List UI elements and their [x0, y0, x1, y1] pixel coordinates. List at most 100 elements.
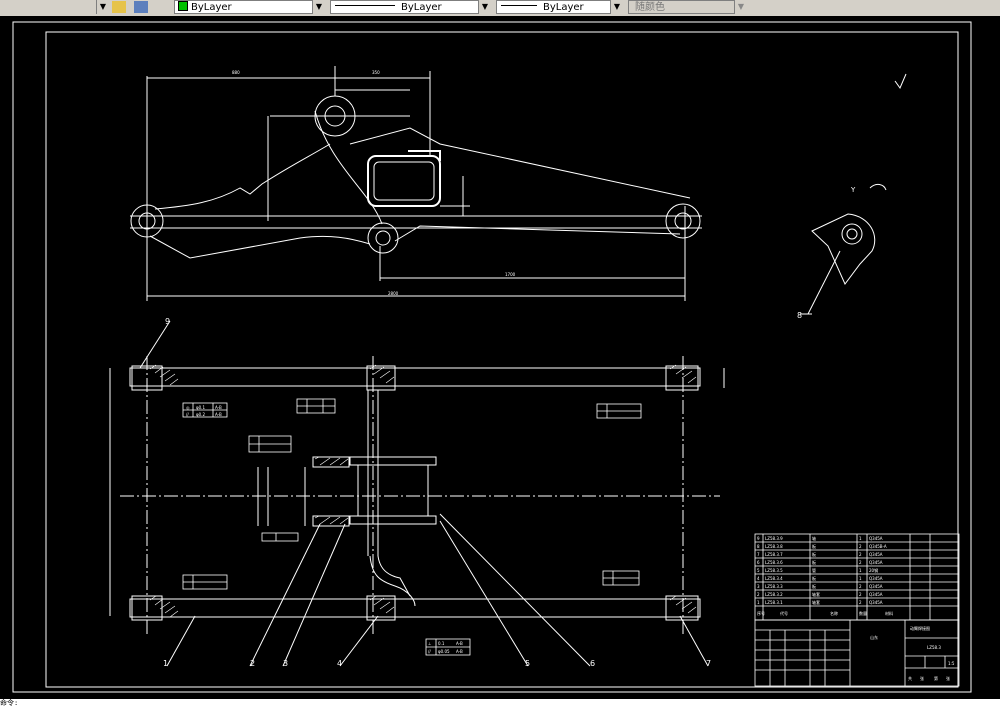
part-qty: 2: [859, 552, 862, 557]
part-no: 5: [757, 568, 760, 573]
balloon-5: 5: [525, 659, 530, 668]
plotstyle-control[interactable]: 随颜色: [628, 0, 746, 14]
part-name: 轴套: [812, 599, 820, 605]
lineweight-dropdown-arrow[interactable]: ▼: [610, 0, 623, 14]
tolerance-frames: [182, 398, 642, 656]
part-code: LZ58.3.4: [765, 576, 783, 581]
linetype-control-value: ByLayer: [401, 2, 442, 13]
part-code: LZ58.3.6: [765, 560, 783, 565]
dim-label: 1700: [505, 272, 516, 277]
part-code: LZ58.3.2: [765, 592, 783, 597]
part-name: 轴: [812, 535, 816, 541]
parts-header: 代号: [780, 610, 788, 616]
part-material: Q345B-A: [869, 544, 887, 549]
part-code: LZ58.3.7: [765, 552, 783, 557]
color-control[interactable]: ByLayer: [174, 0, 324, 14]
part-material: Q345A: [869, 600, 883, 605]
balloon-6: 6: [590, 659, 595, 668]
tolerance-text: ◎ φ0.1 A-B // φ0.2 A-B ⊥ 0.1 A-B // φ0.0…: [186, 405, 463, 654]
footer-cell: 第: [934, 675, 938, 681]
tol-ref: A-B: [215, 412, 222, 417]
part-code: LZ58.3.3: [765, 584, 783, 589]
color-control-value: ByLayer: [191, 2, 232, 13]
drawing-canvas[interactable]: 880 350 1700 2800 Y: [0, 16, 1000, 699]
outer-frame: [12, 21, 972, 693]
layer-previous-icon[interactable]: [134, 1, 148, 13]
part-qty: 2: [859, 560, 862, 565]
lineweight-control[interactable]: ByLayer: [496, 0, 622, 14]
part-name: 轴套: [812, 591, 820, 597]
parts-header: 序号: [757, 610, 765, 616]
parts-list: [754, 533, 960, 621]
tol-value: φ0.2: [196, 412, 205, 417]
balloon-7: 7: [706, 659, 711, 668]
lineweight-control-value: ByLayer: [543, 2, 584, 13]
footer-cell: 张: [920, 675, 924, 681]
command-line[interactable]: 命令:: [0, 699, 1000, 707]
tol-value: φ0.1: [196, 405, 205, 410]
properties-toolbar: ▼ ByLayer ▼ ByLayer ▼ ByLayer ▼ 随颜色 ▼: [0, 0, 1000, 17]
part-code: LZ58.3.5: [765, 568, 783, 573]
balloon-3: 3: [283, 659, 288, 668]
parts-header: 材料: [885, 610, 893, 616]
front-view: [109, 320, 725, 667]
part-material: Q345A: [869, 592, 883, 597]
view-label-y: Y: [850, 186, 856, 194]
title-block: [754, 619, 960, 687]
part-qty: 1: [859, 576, 862, 581]
part-qty: 1: [859, 568, 862, 573]
tol-ref: A-B: [456, 641, 463, 646]
part-name: 板: [812, 575, 816, 581]
dim-label: 880: [232, 70, 240, 75]
tol-symbol: //: [186, 412, 189, 417]
section-hatching: [149, 364, 697, 618]
part-material: Q345A: [869, 584, 883, 589]
part-qty: 2: [859, 544, 862, 549]
linetype-control[interactable]: ByLayer: [330, 0, 490, 14]
balloon-2: 2: [250, 659, 255, 668]
part-material: Q345A: [869, 536, 883, 541]
plotstyle-dropdown-arrow[interactable]: ▼: [734, 0, 747, 14]
tol-value: 0.1: [438, 641, 445, 646]
balloon-4: 4: [337, 659, 342, 668]
linetype-dropdown-arrow[interactable]: ▼: [478, 0, 491, 14]
tol-ref: A-B: [215, 405, 222, 410]
detail-view-y: [800, 73, 907, 315]
part-qty: 1: [859, 536, 862, 541]
part-material: Q345A: [869, 552, 883, 557]
part-code: LZ58.3.1: [765, 600, 783, 605]
part-no: 4: [757, 576, 760, 581]
part-qty: 2: [859, 592, 862, 597]
title-block-text: 动臂焊接图 LZ58.3 山东 1:5 共 张 第 张: [870, 625, 955, 681]
inner-frame: [45, 31, 959, 688]
balloon-8: 8: [797, 311, 802, 320]
parts-header: 名称: [830, 610, 838, 616]
balloons: 1 2 3 4 5 6 7 8 9: [163, 311, 802, 668]
part-no: 3: [757, 584, 760, 589]
part-code: LZ58.3.8: [765, 544, 783, 549]
layer-state-icon[interactable]: [112, 1, 126, 13]
balloon-9: 9: [165, 317, 170, 326]
part-no: 6: [757, 560, 760, 565]
part-material: Q345A: [869, 576, 883, 581]
side-view: [130, 66, 702, 301]
balloon-1: 1: [163, 659, 168, 668]
tol-symbol: ◎: [186, 405, 190, 410]
dim-label: 350: [372, 70, 380, 75]
part-name: 板: [812, 559, 816, 565]
footer-cell: 共: [908, 675, 912, 681]
company: 山东: [870, 634, 878, 640]
title-cell: 动臂焊接图: [910, 625, 930, 631]
command-prompt: 命令:: [0, 699, 19, 707]
parts-list-text: 9 LZ58.3.9 轴 1 Q345A 8 LZ58.3.8 板 2 Q345…: [757, 535, 893, 616]
color-swatch-icon: [178, 1, 188, 11]
color-dropdown-arrow[interactable]: ▼: [312, 0, 325, 14]
linetype-sample-icon: [335, 5, 395, 6]
part-material: 20钢: [869, 567, 878, 573]
part-no: 7: [757, 552, 760, 557]
part-no: 2: [757, 592, 760, 597]
part-qty: 2: [859, 600, 862, 605]
part-no: 9: [757, 536, 760, 541]
layer-dropdown-arrow[interactable]: ▼: [96, 0, 109, 14]
tol-ref: A-B: [456, 649, 463, 654]
